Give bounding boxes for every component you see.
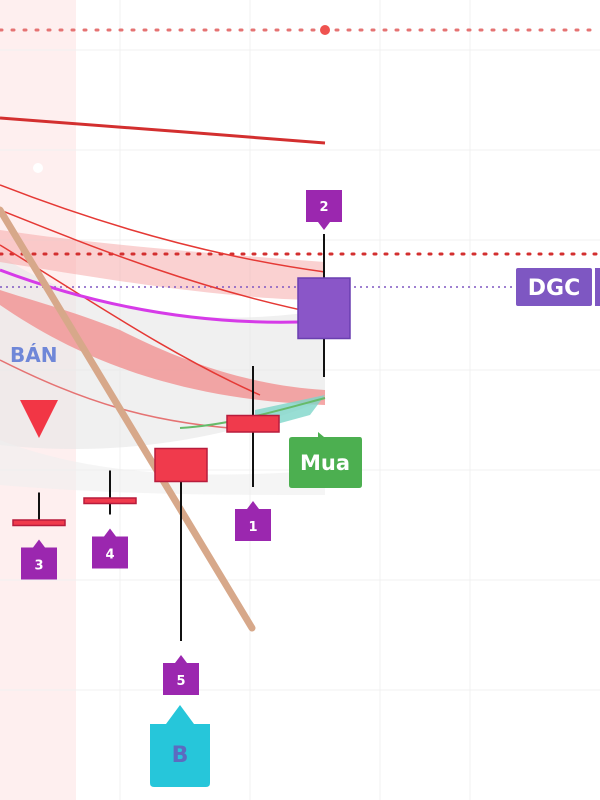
candle-body (226, 414, 280, 433)
ma-line-red-top (0, 116, 326, 145)
candle-marker: 4 (92, 528, 128, 569)
candle-marker-label: 3 (34, 559, 43, 574)
candle-body (12, 519, 66, 527)
sell-arrow-icon (20, 400, 58, 438)
ma-line-red-2 (0, 209, 326, 316)
red-cloud-upper (0, 230, 325, 300)
ma-line-magenta (0, 268, 301, 324)
small-dot (33, 163, 43, 173)
candle-body (83, 497, 137, 505)
candle-body (154, 447, 208, 483)
buy-label: Mua (300, 451, 350, 475)
b-label: B (172, 743, 189, 768)
candle-body (297, 277, 351, 340)
candle-marker: 1 (235, 501, 271, 541)
buy-signal: Mua (289, 432, 362, 488)
candle-marker: 5 (163, 655, 199, 695)
grey-lower-band (0, 440, 325, 495)
price-label-text: DGC (528, 276, 580, 301)
price-label: DGC (516, 268, 600, 306)
candle-marker: 3 (21, 539, 57, 580)
red-cloud-lower (0, 290, 325, 405)
sell-label: BÁN (10, 343, 57, 367)
trend-line (0, 206, 256, 632)
dotted-line-top-point (320, 25, 330, 35)
ma-line-red-1 (0, 184, 326, 273)
candle-marker-label: 4 (105, 548, 114, 563)
candles: 3 4 5 1 2 (12, 190, 351, 695)
candle-marker: 2 (306, 190, 342, 230)
candle-marker-label: 2 (319, 200, 328, 215)
b-marker: B (150, 705, 210, 787)
candle-marker-label: 1 (248, 520, 257, 535)
candle-marker-label: 5 (176, 674, 185, 689)
